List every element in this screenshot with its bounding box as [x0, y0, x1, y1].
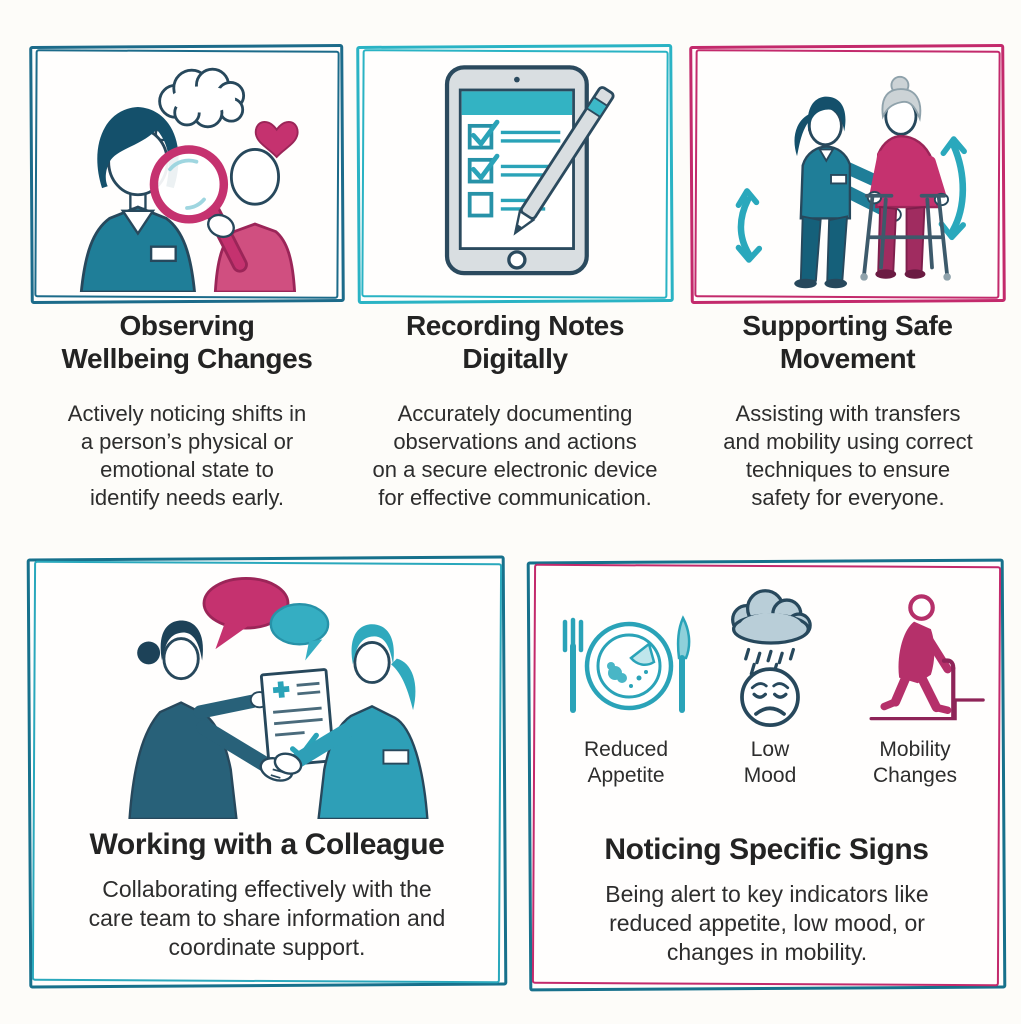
person-cane-steps-icon	[869, 594, 985, 721]
movement-body: Assisting with transfers and mobility us…	[723, 401, 973, 510]
signs-panel-frame: Reduced Appetite	[526, 558, 1007, 992]
colleague-title: Working with a Colleague	[89, 828, 445, 861]
handshake-document-illustration	[28, 567, 506, 819]
observing-body: Actively noticing shifts in a person’s p…	[67, 401, 307, 510]
recording-body: Accurately documenting observations and …	[372, 401, 658, 510]
recording-panel-frame	[356, 44, 674, 304]
movement-illustration-svg	[735, 75, 967, 289]
tablet-checklist-pencil-illustration	[367, 55, 663, 293]
signs-body: Being alert to key indicators like reduc…	[605, 881, 929, 965]
sign-item-mobility-changes: Mobility Changes	[840, 588, 990, 790]
colleague-body: Collaborating effectively with the care …	[88, 876, 446, 960]
reduced-appetite-label: Reduced Appetite	[583, 738, 669, 788]
colleague-illustration-svg	[128, 577, 429, 819]
caregiver-walker-assist-illustration	[700, 55, 995, 293]
movement-panel-frame	[689, 44, 1006, 304]
sign-item-low-mood: Low Mood	[700, 586, 840, 790]
nurse-magnifier-observation-illustration	[40, 55, 334, 293]
sign-item-reduced-appetite: Reduced Appetite	[546, 596, 706, 790]
plate-cutlery-icon	[562, 615, 691, 713]
low-mood-label: Low Mood	[743, 738, 797, 788]
mobility-changes-label: Mobility Changes	[872, 738, 958, 788]
observation-illustration-svg	[79, 67, 299, 292]
movement-title: Supporting Safe Movement	[742, 310, 953, 374]
colleague-panel-frame: Working with a Colleague Collaborating e…	[26, 555, 508, 989]
recording-illustration-svg	[444, 65, 615, 276]
signs-title: Noticing Specific Signs	[604, 833, 929, 866]
rain-cloud-sad-face-icon	[731, 589, 812, 728]
observing-panel-frame	[29, 44, 345, 304]
observing-title: Observing Wellbeing Changes	[61, 310, 313, 374]
recording-title: Recording Notes Digitally	[405, 310, 625, 374]
